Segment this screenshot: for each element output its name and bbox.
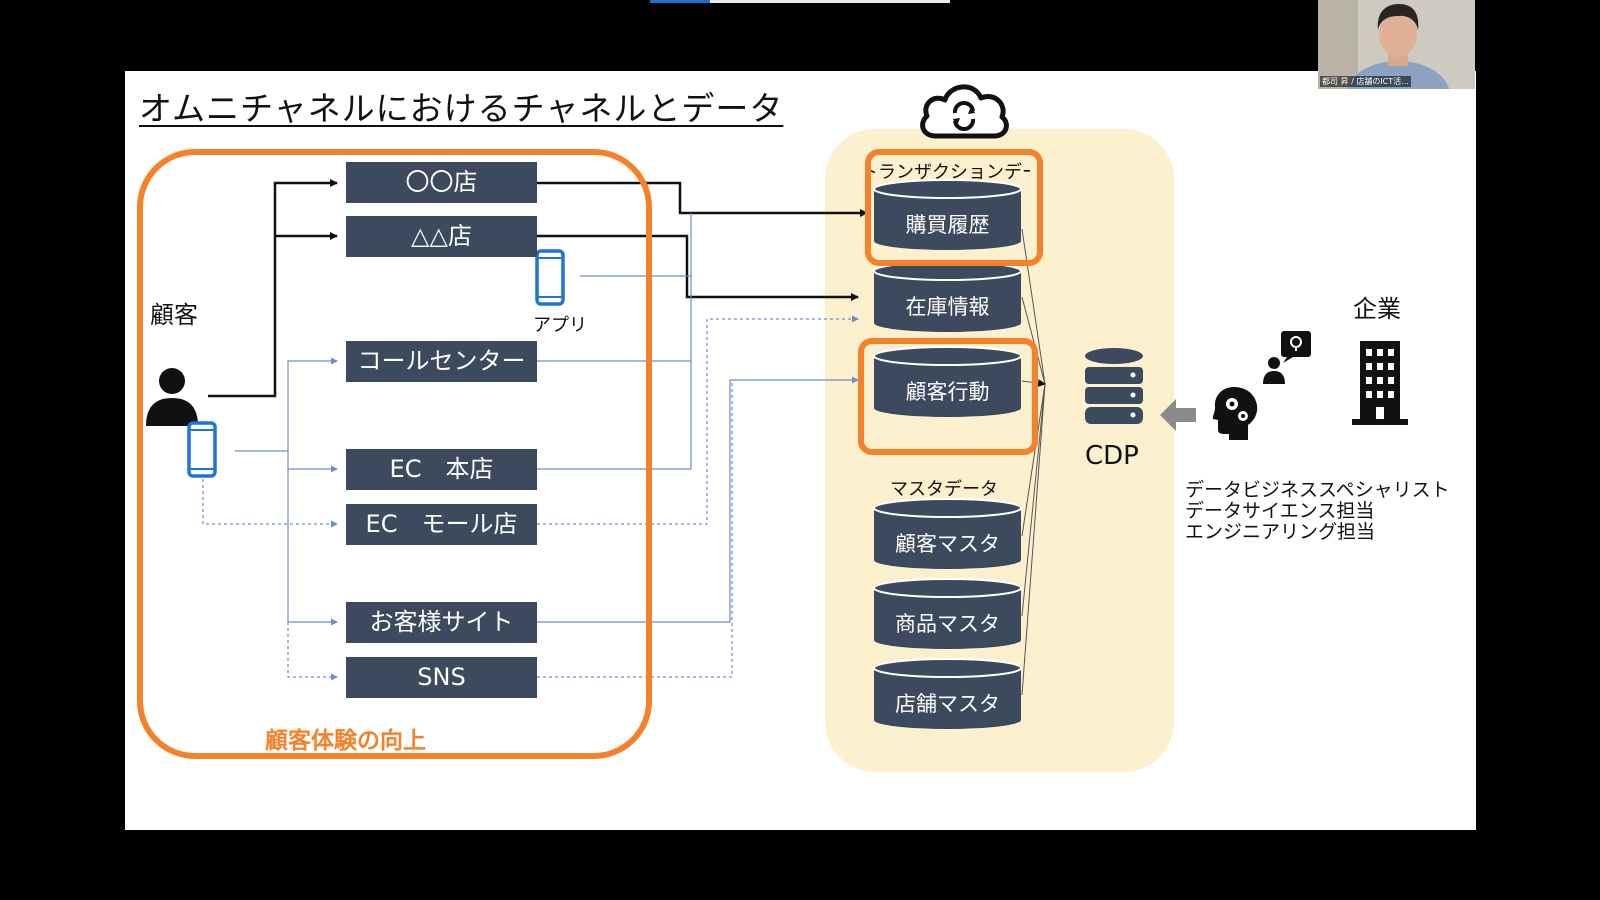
customer-experience-label: 顧客体験の向上 (265, 728, 426, 754)
presenter-video (1318, 0, 1475, 89)
channel-customer-site: お客様サイト (346, 602, 537, 643)
database-cylinder-icon (873, 179, 1022, 250)
slide: オムニチャネルにおけるチャネルとデータ 顧客 アプリ 〇〇店 △△店 コールセン… (125, 71, 1476, 830)
database-cylinder-icon (873, 261, 1022, 332)
person-icon (146, 368, 198, 426)
cdp-label: CDP (1085, 441, 1139, 471)
channel-call-center: コールセンター (346, 341, 537, 382)
master-data-label: マスタデータ (890, 479, 998, 500)
purchase-history-highlight (865, 149, 1043, 266)
webcam-thumbnail[interactable]: 都司 昇 / 店舗のICT活... (1318, 0, 1475, 89)
customer-experience-highlight (137, 149, 652, 759)
table-store-master-label: 店舗マスタ (895, 692, 1000, 716)
customer-behavior-highlight (858, 338, 1038, 455)
table-inventory-label: 在庫情報 (905, 295, 990, 319)
database-cylinder-icon (873, 498, 1022, 569)
channel-ec-main-store: EC 本店 (346, 449, 537, 490)
table-purchase-history-label: 購買履歴 (905, 213, 990, 237)
brain-gears-icon (1212, 387, 1258, 440)
webcam-caption: 都司 昇 / 店舗のICT活... (1320, 76, 1411, 87)
channel-ec-mall-store: EC モール店 (346, 504, 537, 545)
slide-progress-fill (650, 0, 710, 3)
role-engineering: エンジニアリング担当 (1185, 521, 1376, 543)
table-customer-master-label: 顧客マスタ (895, 532, 1000, 556)
channel-store-a: 〇〇店 (346, 162, 537, 203)
app-smartphone-icon (535, 249, 565, 306)
cloud-sync-icon (920, 84, 1009, 139)
database-cylinder-icon (873, 346, 1022, 417)
role-data-business-specialist: データビジネススペシャリスト (1185, 479, 1450, 501)
channel-sns: SNS (346, 657, 537, 698)
app-label: アプリ (533, 315, 587, 336)
office-building-icon (1352, 341, 1408, 425)
company-label: 企業 (1353, 295, 1401, 323)
channel-store-b: △△店 (346, 216, 537, 257)
database-cylinder-icon (873, 658, 1022, 729)
transaction-data-label: トランザクションデータ (860, 162, 1030, 183)
slide-progress-bar (650, 0, 950, 3)
slide-title: オムニチャネルにおけるチャネルとデータ (139, 89, 784, 128)
role-data-science: データサイエンス担当 (1185, 500, 1375, 522)
person-idea-icon (1263, 331, 1311, 384)
arrow-left-icon (1160, 399, 1196, 431)
smartphone-icon (187, 421, 217, 478)
table-product-master-label: 商品マスタ (895, 612, 1000, 636)
roles-list: データビジネススペシャリスト データサイエンス担当 エンジニアリング担当 (1185, 480, 1450, 543)
customer-label: 顧客 (150, 301, 198, 329)
database-cylinder-icon (873, 578, 1022, 649)
table-customer-behavior-label: 顧客行動 (905, 380, 990, 404)
database-icon (1085, 348, 1143, 424)
